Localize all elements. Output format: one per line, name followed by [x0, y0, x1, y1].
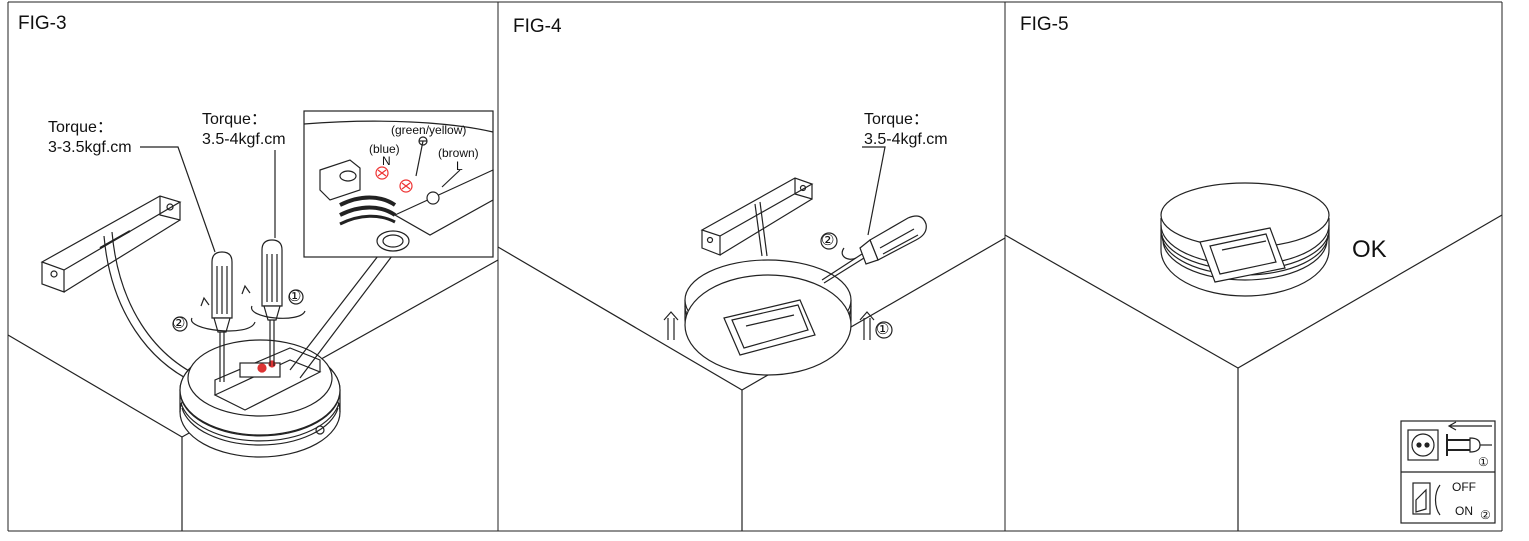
fig5-fitted-canopy	[1160, 182, 1330, 297]
fig4-canopy-body	[684, 259, 852, 376]
fig3-torque-b-value: 3.5-4kgf.cm	[202, 131, 286, 148]
fig3-neutral-wire-color: (blue)	[369, 142, 400, 156]
fig5-ok-label: OK	[1352, 236, 1387, 263]
power-box-step-1: ①	[1478, 455, 1489, 469]
power-box-step-2: ②	[1480, 508, 1491, 522]
fig5-power-box	[1400, 420, 1496, 524]
fig3-live-wire-color: (brown)	[438, 146, 479, 160]
fig4-torque-label: Torque：	[864, 111, 929, 128]
fig3-title: FIG-3	[18, 13, 67, 34]
fig3-torque-a-value: 3-3.5kgf.cm	[48, 139, 132, 156]
fig3-earth-wire-color: (green/yellow)	[391, 123, 467, 137]
fig3-detail-inset	[303, 110, 494, 258]
fig3-mounting-bracket	[40, 195, 182, 293]
fig5-ceiling-corner	[1004, 214, 1503, 531]
switch-on-label: ON	[1455, 504, 1473, 518]
fig3-torque-a-label: Torque：	[48, 119, 113, 136]
fig3-neutral-terminal: N	[382, 154, 391, 168]
fig3-rotation-arrows	[191, 284, 306, 332]
fig4-push-arrows	[663, 232, 893, 340]
fig4-torque-value: 3.5-4kgf.cm	[864, 131, 948, 148]
fig3-step-circles	[172, 289, 304, 332]
fig3-live-terminal: L	[456, 159, 463, 173]
panel-frames	[7, 1, 1503, 532]
switch-off-label: OFF	[1452, 480, 1476, 494]
fig3-step-1: ①	[288, 288, 302, 305]
fig3-screwdriver-left	[211, 251, 233, 382]
fig3-torque-b-label: Torque：	[202, 111, 267, 128]
fig4-step-1: ①	[876, 321, 890, 338]
fig5-title: FIG-5	[1020, 14, 1069, 35]
fig3-leader-lines	[140, 146, 393, 379]
fig4-mounting-bracket	[700, 177, 814, 257]
fig4-step-2: ②	[821, 232, 835, 249]
fig3-step-2: ②	[172, 315, 186, 332]
fig4-title: FIG-4	[513, 16, 562, 37]
fig4-screwdriver	[821, 146, 927, 284]
